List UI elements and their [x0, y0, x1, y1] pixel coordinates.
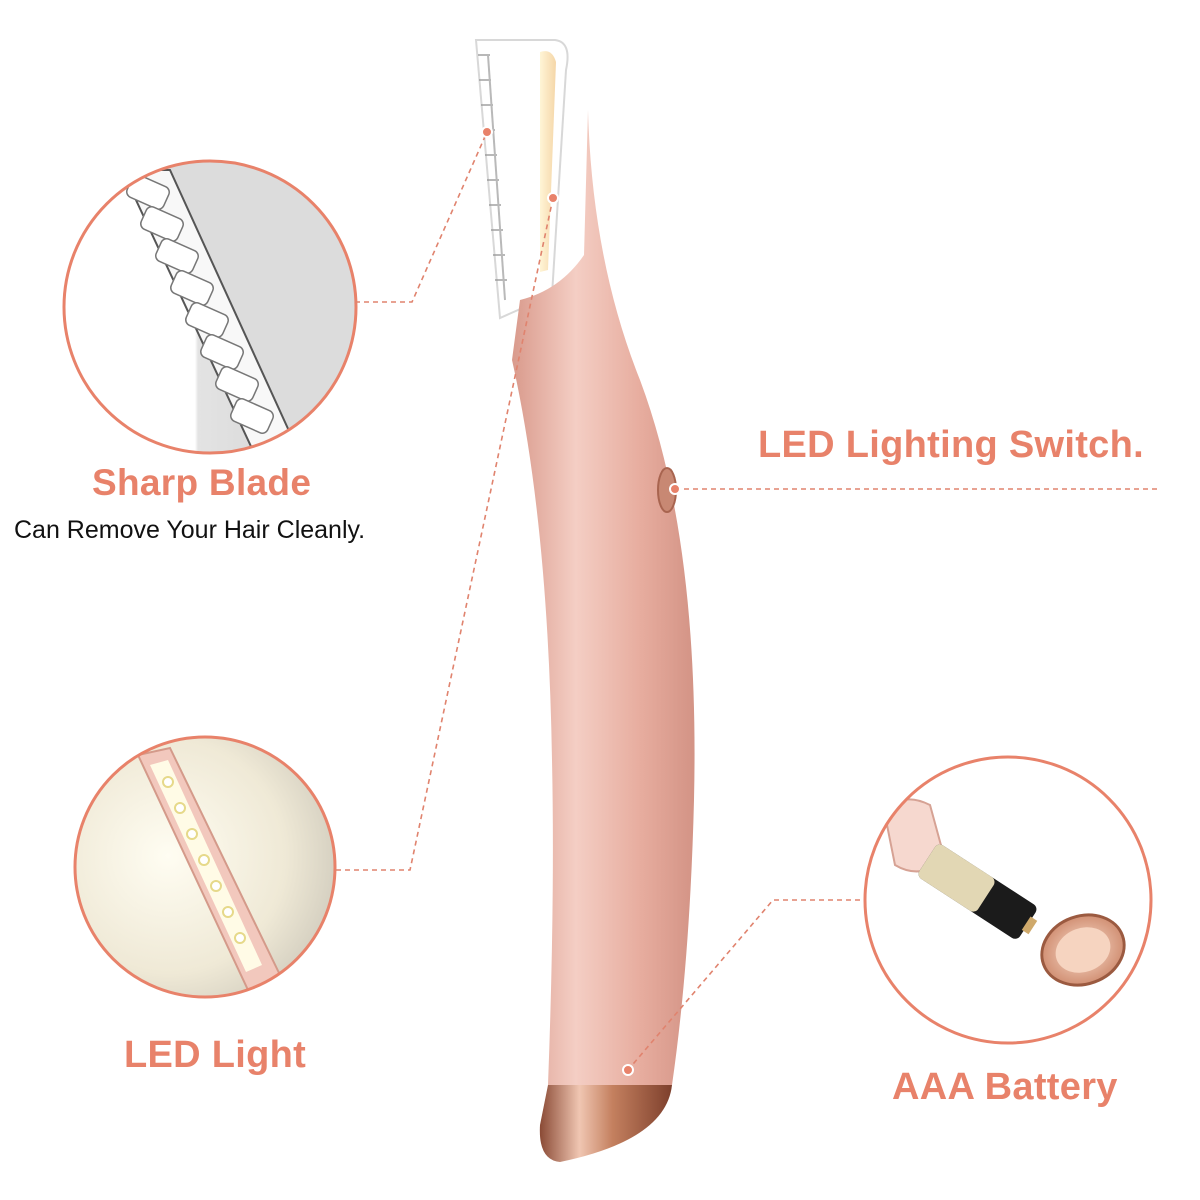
leader-line-blade — [355, 131, 488, 303]
battery-pointer-dot — [622, 1064, 634, 1076]
battery-detail-circle — [863, 755, 1153, 1045]
battery-title: AAA Battery — [892, 1066, 1118, 1108]
switch-pointer-dot — [669, 483, 681, 495]
sharp-blade-subtitle: Can Remove Your Hair Cleanly. — [14, 516, 366, 544]
blade-detail-circle — [62, 159, 358, 455]
leader-line-led — [336, 197, 554, 871]
leader-lines — [336, 131, 1160, 1071]
led-pointer-dot — [547, 192, 559, 204]
sharp-blade-title: Sharp Blade — [92, 462, 312, 503]
led-detail-circle — [73, 735, 337, 999]
leader-dots — [481, 126, 681, 1076]
trimmer-device — [474, 39, 695, 1162]
leader-line-battery — [627, 899, 860, 1071]
led-switch-title: LED Lighting Switch. — [758, 424, 1144, 466]
blade-pointer-dot — [481, 126, 493, 138]
led-light-title: LED Light — [124, 1034, 307, 1076]
